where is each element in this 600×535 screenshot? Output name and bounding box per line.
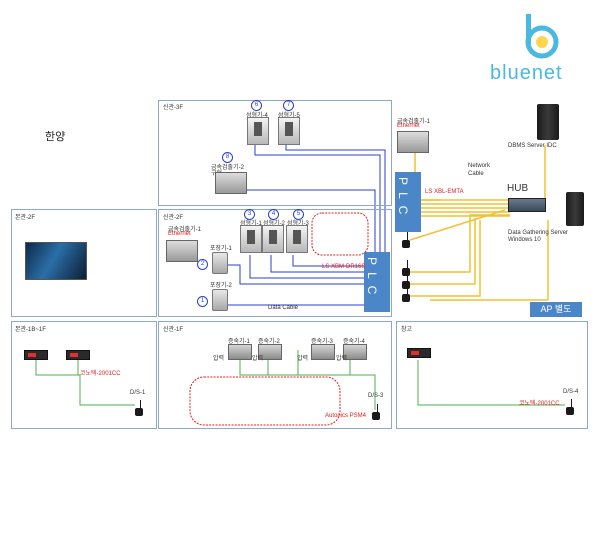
network-cable-label-2: Cable [468, 171, 484, 177]
router-ds3 [372, 404, 380, 420]
molder-5 [278, 117, 300, 145]
zone-new-1f [158, 321, 392, 429]
packer-1-label: 포장기-1 [210, 246, 232, 252]
network-cable-label-1: Network [468, 163, 491, 169]
number-badge-7: 7 [283, 100, 294, 111]
zone-main-2f-label: 본관-2F [15, 215, 36, 221]
plc-bottom-model: LS XBM-DR16S [322, 264, 366, 270]
pressure-label-1: 압력 [213, 356, 225, 362]
molder-5-label: 성형기-5 [278, 113, 300, 119]
ap-separate-box: AP 별도 [530, 302, 582, 317]
router-ds1 [135, 400, 143, 416]
zone-new-3f [158, 100, 392, 206]
zone-new-3f-label: 신관-3F [163, 105, 184, 111]
molder-3-label: 성형기-3 [287, 221, 309, 227]
pressure-label-2: 압력 [252, 356, 264, 362]
metal-detector-1-top [397, 131, 429, 153]
plc-top: P L C [395, 172, 421, 232]
autonics-label: Autonics PSM4 [325, 413, 367, 419]
number-badge-1: 1 [197, 296, 208, 307]
molder-2 [262, 225, 284, 253]
controller-display-2 [66, 350, 90, 360]
router-4 [402, 286, 410, 302]
router-2 [402, 260, 410, 276]
zone-main-1b1f-label: 본관-1B~1F [15, 327, 46, 333]
site-title: 한양 [45, 131, 66, 143]
packer-2 [212, 289, 228, 311]
zone-main-2f [11, 209, 157, 317]
konotec-1-label: 코노텍-2001CC [80, 371, 121, 377]
steamer-4-label: 증숙기-4 [343, 339, 365, 345]
controller-display-1 [24, 350, 48, 360]
steamer-3 [311, 344, 335, 360]
steamer-4 [343, 344, 367, 360]
metal-detector-2 [215, 172, 247, 194]
router-ds4 [566, 399, 574, 415]
molder-2-label: 성형기-2 [263, 221, 285, 227]
gathering-server-label-1: Data Gathering Server [508, 230, 569, 236]
zone-main-1b1f [11, 321, 157, 429]
steamer-2 [258, 344, 282, 360]
molder-3 [286, 225, 308, 253]
dbms-server-label: DBMS Server IDC [508, 143, 557, 149]
number-badge-4: 4 [268, 209, 279, 220]
monitor-screen-image [25, 242, 87, 280]
dbms-server [537, 104, 559, 140]
detector-1-top-label: 금속검출기-1 [397, 119, 430, 125]
molder-4 [247, 117, 269, 145]
pressure-label-3: 압력 [297, 356, 309, 362]
metal-detector-1 [166, 240, 198, 262]
number-badge-6: 6 [251, 100, 262, 111]
hub-switch [508, 198, 546, 212]
molder-4-label: 성형기-4 [246, 113, 268, 119]
hub-label: HUB [507, 183, 529, 194]
molder-1-label: 성형기-1 [240, 221, 262, 227]
number-badge-5: 5 [293, 209, 304, 220]
zone-warehouse [396, 321, 588, 429]
konotec-2-label: 코노텍-2001CC [519, 401, 560, 407]
number-badge-3: 3 [244, 209, 255, 220]
router-3 [402, 273, 410, 289]
router-1 [402, 232, 410, 248]
ds3-label: D/S-3 [368, 393, 384, 399]
number-badge-2: 2 [197, 259, 208, 270]
steamer-1 [228, 344, 252, 360]
bluenet-logo-icon [525, 14, 559, 59]
plc-bottom: P L C [364, 252, 390, 312]
ds1-label: D/S-1 [130, 390, 146, 396]
packer-2-label: 포장기-2 [210, 283, 232, 289]
zone-warehouse-label: 창고 [401, 327, 413, 333]
detector-1-top-sub-label: Ethernet [397, 123, 420, 129]
steamer-1-label: 증숙기-1 [228, 339, 250, 345]
steamer-3-label: 증숙기-3 [311, 339, 333, 345]
plc-top-model: LS XBL-EMTA [425, 189, 464, 195]
brand-name: bluenet [490, 62, 563, 84]
controller-display-3 [407, 348, 431, 358]
zone-new-1f-label: 신관-1F [163, 327, 184, 333]
pressure-label-4: 압력 [336, 356, 348, 362]
steamer-2-label: 증숙기-2 [258, 339, 280, 345]
ds4-label: D/S-4 [563, 389, 579, 395]
number-badge-8: 8 [222, 152, 233, 163]
plc-bottom-label: P L C [365, 257, 379, 297]
detector-2-label: 금속검출기-2 [211, 165, 244, 171]
detector-1-label: 금속검출기-1 [168, 227, 201, 233]
packer-1 [212, 252, 228, 274]
gathering-server-label-2: Windows 10 [508, 237, 541, 243]
detector-1-sub-label: Ethernet [168, 231, 191, 237]
plc-top-label: P L C [396, 177, 410, 217]
data-gathering-server [566, 192, 584, 226]
brand-logo [520, 12, 560, 62]
molder-1 [240, 225, 262, 253]
zone-new-2f-label: 신관-2F [163, 215, 184, 221]
data-cable-label: Data Cable [268, 305, 299, 311]
